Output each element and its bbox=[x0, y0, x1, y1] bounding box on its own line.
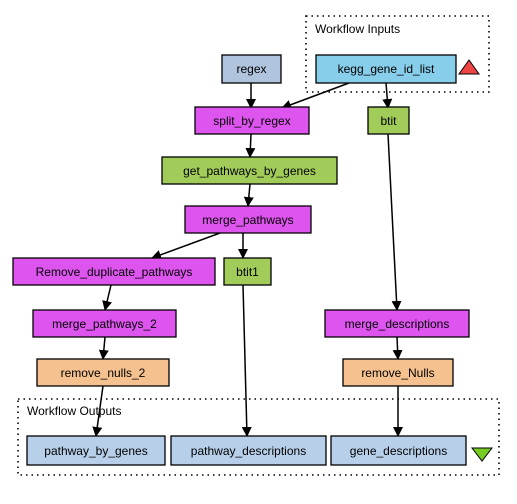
edge-removenulls2-pathwaybygenes bbox=[92, 385, 104, 437]
node-remove-nulls-2[interactable]: remove_nulls_2 bbox=[36, 358, 170, 387]
node-box bbox=[223, 257, 272, 286]
workflow-outputs-group: Workflow Outputs bbox=[17, 398, 500, 476]
node-btit1[interactable]: btit1 bbox=[223, 257, 272, 286]
workflow-outputs-label: Workflow Outputs bbox=[27, 404, 121, 418]
node-label: regex bbox=[236, 62, 266, 76]
node-label: split_by_regex bbox=[213, 114, 290, 128]
edge-removedup-merge2 bbox=[102, 284, 112, 311]
node-remove-nulls[interactable]: remove_Nulls bbox=[342, 358, 454, 387]
node-gene-descriptions[interactable]: gene_descriptions bbox=[330, 435, 467, 466]
node-merge-descriptions[interactable]: merge_descriptions bbox=[324, 309, 470, 338]
node-label: btit1 bbox=[236, 265, 259, 279]
triangle-up-icon bbox=[458, 59, 480, 75]
node-label: merge_descriptions bbox=[345, 317, 450, 331]
node-label: merge_pathways_2 bbox=[52, 317, 157, 331]
node-box bbox=[330, 435, 467, 466]
edges bbox=[92, 82, 403, 437]
node-merge-pathways-2[interactable]: merge_pathways_2 bbox=[32, 309, 177, 338]
node-box bbox=[184, 205, 312, 234]
node-box bbox=[221, 54, 282, 84]
node-box bbox=[315, 54, 457, 84]
edge-merge2-removenulls2 bbox=[98, 336, 109, 360]
edge-kegg-btit bbox=[382, 82, 393, 109]
node-merge-pathways[interactable]: merge_pathways bbox=[184, 205, 312, 234]
workflow-inputs-group: Workflow Inputs bbox=[305, 15, 490, 93]
triangle-down-icon bbox=[470, 447, 494, 462]
node-box bbox=[324, 309, 470, 338]
workflow-inputs-label: Workflow Inputs bbox=[315, 22, 400, 36]
node-box bbox=[170, 435, 327, 466]
node-box bbox=[26, 435, 166, 466]
node-label: kegg_gene_id_list bbox=[338, 62, 435, 76]
node-label: btit bbox=[380, 114, 397, 128]
workflow-inputs-border bbox=[305, 15, 490, 93]
workflow-outputs-border bbox=[17, 398, 500, 476]
node-box bbox=[342, 358, 454, 387]
node-remove-duplicate-pathways[interactable]: Remove_duplicate_pathways bbox=[12, 257, 216, 286]
node-pathway-descriptions[interactable]: pathway_descriptions bbox=[170, 435, 327, 466]
edge-btit-mergedesc bbox=[387, 133, 402, 311]
node-label: Remove_duplicate_pathways bbox=[36, 265, 193, 279]
node-kegg-gene-id-list[interactable]: kegg_gene_id_list bbox=[315, 54, 457, 84]
node-split-by-regex[interactable]: split_by_regex bbox=[194, 106, 310, 135]
node-regex[interactable]: regex bbox=[221, 54, 282, 84]
edge-mergedesc-removenulls bbox=[392, 336, 403, 360]
node-box bbox=[161, 156, 338, 185]
edge-kegg-split bbox=[281, 82, 350, 110]
edge-split-getpathways bbox=[245, 133, 256, 158]
node-label: get_pathways_by_genes bbox=[183, 164, 316, 178]
edge-btit1-pathwaydesc bbox=[241, 284, 252, 437]
node-pathway-by-genes[interactable]: pathway_by_genes bbox=[26, 435, 166, 466]
node-box bbox=[32, 309, 177, 338]
node-box bbox=[194, 106, 310, 135]
node-label: pathway_descriptions bbox=[191, 444, 306, 458]
node-get-pathways-by-genes[interactable]: get_pathways_by_genes bbox=[161, 156, 338, 185]
node-label: pathway_by_genes bbox=[44, 444, 147, 458]
edge-getpathways-merge bbox=[243, 183, 254, 207]
node-box bbox=[12, 257, 216, 286]
node-label: remove_nulls_2 bbox=[61, 366, 146, 380]
node-btit[interactable]: btit bbox=[367, 106, 410, 135]
node-label: gene_descriptions bbox=[350, 444, 447, 458]
node-label: remove_Nulls bbox=[361, 366, 434, 380]
node-box bbox=[367, 106, 410, 135]
node-label: merge_pathways bbox=[202, 213, 293, 227]
node-box bbox=[36, 358, 170, 387]
edge-merge-removedup bbox=[151, 232, 221, 260]
